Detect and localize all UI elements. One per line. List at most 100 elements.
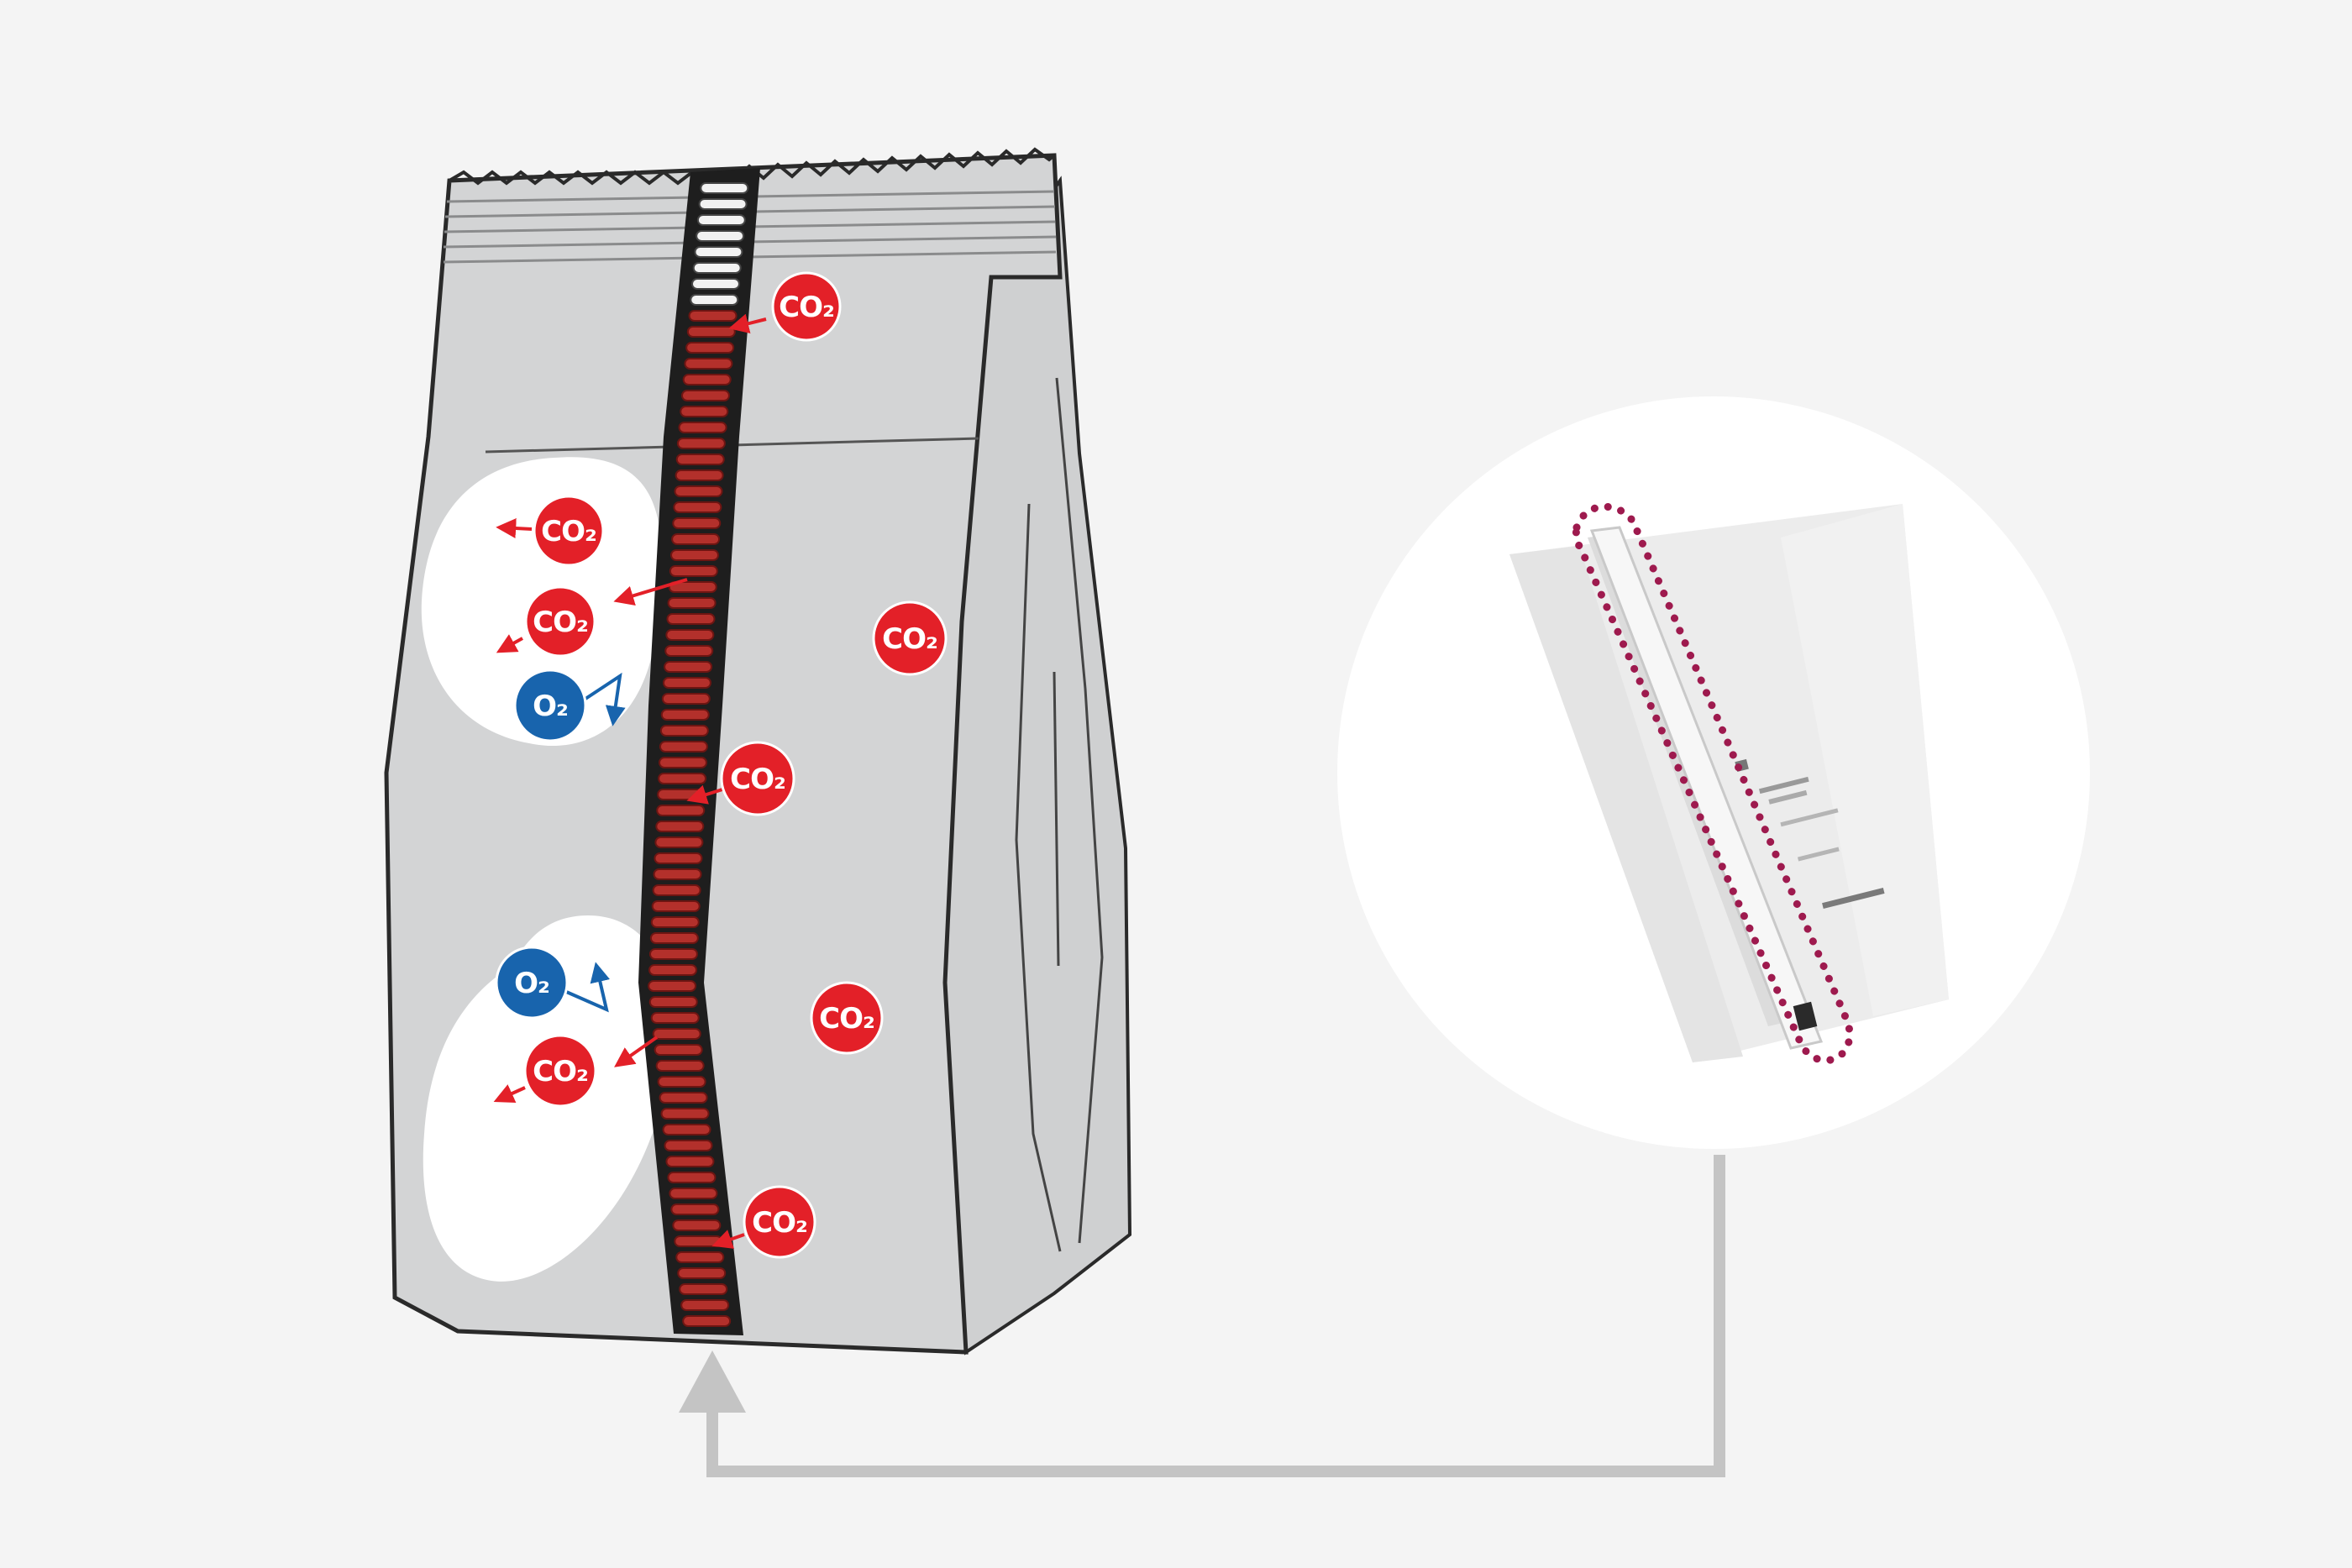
seam-coil bbox=[696, 230, 745, 242]
o2-label: O₂ bbox=[533, 690, 568, 723]
seam-coil bbox=[656, 805, 706, 816]
seam-coil bbox=[662, 1124, 711, 1135]
seam-coil bbox=[675, 1251, 725, 1263]
seam-coil bbox=[685, 342, 735, 354]
seam-coil bbox=[650, 1012, 700, 1024]
zoom-inset bbox=[1337, 396, 2090, 1149]
o2-blocked-arrow bbox=[564, 962, 611, 1013]
seam-coil bbox=[650, 916, 700, 928]
seam-coil bbox=[688, 310, 738, 322]
seam-coil bbox=[665, 629, 715, 641]
seam-coil bbox=[648, 980, 697, 992]
seam-coil bbox=[694, 246, 743, 258]
seam-coil bbox=[662, 677, 711, 689]
seam-coil bbox=[668, 581, 717, 593]
seam-coil bbox=[666, 613, 716, 625]
seam-coil bbox=[670, 1204, 720, 1215]
seam-coil bbox=[655, 821, 705, 832]
seam-coil bbox=[648, 996, 698, 1008]
co2-molecule: CO₂ bbox=[524, 585, 596, 658]
co2-bubble bbox=[523, 1034, 597, 1108]
co2-label: CO₂ bbox=[882, 622, 937, 656]
co2-flow-arrow bbox=[614, 1036, 659, 1067]
seam-coil bbox=[690, 294, 739, 306]
o2-bubble bbox=[513, 669, 587, 742]
seam-coil bbox=[675, 469, 724, 481]
co2-molecule: CO₂ bbox=[743, 1185, 816, 1259]
seam-coil bbox=[682, 1315, 732, 1327]
seam-coil bbox=[677, 1267, 727, 1279]
co2-flow-arrow bbox=[493, 1084, 526, 1103]
seam-coil bbox=[700, 182, 749, 194]
co2-bubble bbox=[720, 741, 795, 816]
seam-coil bbox=[660, 1108, 710, 1120]
product-valve-strip bbox=[1589, 526, 1824, 1050]
seam-coil bbox=[659, 741, 708, 753]
o2-blocked-arrow bbox=[584, 672, 626, 726]
connector-line bbox=[706, 1155, 1725, 1477]
o2-label: O₂ bbox=[514, 967, 549, 1000]
co2-bubble bbox=[743, 1185, 816, 1259]
gusset-creases bbox=[1015, 377, 1104, 1252]
seam-coil bbox=[658, 757, 707, 768]
seam-coil bbox=[692, 262, 742, 274]
co2-molecule: CO₂ bbox=[720, 741, 795, 816]
co2-flow-arrow bbox=[613, 578, 688, 606]
product-label bbox=[1735, 758, 1885, 909]
co2-molecule: CO₂ bbox=[771, 271, 842, 342]
seam-coil bbox=[664, 645, 714, 657]
co2-flow-arrow bbox=[686, 784, 723, 805]
seam-coil bbox=[667, 1172, 717, 1183]
seam-coil bbox=[659, 1092, 708, 1104]
seam-coil bbox=[652, 884, 701, 896]
seam-coils bbox=[648, 182, 749, 1327]
seam-coil bbox=[669, 1188, 718, 1199]
co2-bubble bbox=[771, 271, 842, 342]
co2-bubble bbox=[810, 981, 884, 1055]
seam-coil bbox=[667, 597, 717, 609]
seam-coil bbox=[655, 1060, 705, 1072]
co2-label: CO₂ bbox=[730, 763, 785, 796]
co2-label: CO₂ bbox=[533, 1055, 588, 1088]
seam-coil bbox=[682, 374, 732, 385]
seam-coil bbox=[672, 1219, 722, 1231]
seam-coil bbox=[665, 1156, 715, 1167]
seam-coil bbox=[664, 1140, 713, 1151]
co2-flow-arrow bbox=[496, 518, 533, 538]
co2-label: CO₂ bbox=[779, 291, 834, 324]
co2-molecule: CO₂ bbox=[810, 981, 884, 1055]
o2-molecule: O₂ bbox=[495, 946, 569, 1020]
seam-coil bbox=[696, 214, 746, 226]
valve-highlight-ellipse bbox=[1572, 502, 1854, 1064]
seam-coil bbox=[661, 693, 711, 705]
co2-bubble bbox=[872, 600, 948, 676]
seam-coil bbox=[678, 422, 727, 433]
o2-molecule: O₂ bbox=[513, 669, 587, 742]
seam-coil bbox=[672, 517, 722, 529]
seam-coil bbox=[679, 1283, 728, 1295]
co2-label: CO₂ bbox=[533, 606, 588, 639]
co2-flow-arrow bbox=[711, 1230, 745, 1249]
seam-coil bbox=[674, 485, 723, 497]
seam-coil bbox=[669, 565, 718, 577]
molecule-layer: CO₂ CO₂ CO₂ O₂ CO₂ CO₂ O₂ CO₂ CO₂ CO₂ bbox=[493, 271, 948, 1259]
seam-coil bbox=[671, 533, 721, 545]
seam-coil bbox=[680, 1299, 730, 1311]
seam-coil bbox=[690, 278, 740, 290]
seam-coil bbox=[648, 948, 698, 960]
connector-arrow bbox=[679, 1155, 1725, 1477]
seam-coil bbox=[651, 900, 701, 912]
co2-flow-arrow bbox=[496, 634, 523, 653]
co2-molecule: CO₂ bbox=[872, 600, 948, 676]
co2-bubble bbox=[533, 495, 605, 567]
seam-coil bbox=[664, 661, 713, 673]
co2-bubble bbox=[524, 585, 596, 658]
seam-coil bbox=[698, 198, 748, 210]
co2-label: CO₂ bbox=[819, 1002, 874, 1036]
seam-coil bbox=[680, 406, 729, 417]
seam-coil bbox=[673, 501, 722, 513]
seam-coil bbox=[658, 773, 707, 784]
arrow-up-icon bbox=[679, 1350, 746, 1413]
seam-coil bbox=[675, 454, 725, 465]
co2-molecule: CO₂ bbox=[533, 495, 605, 567]
